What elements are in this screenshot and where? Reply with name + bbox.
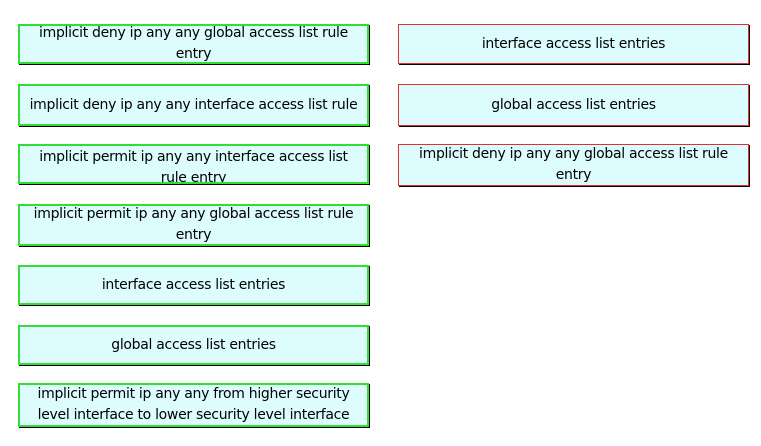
source-item-label: implicit permit ip any any interface acc… (39, 149, 348, 184)
target-item-label: global access list entries (491, 96, 656, 113)
target-slot-3[interactable]: implicit deny ip any any global access l… (398, 144, 749, 186)
source-item-label: implicit permit ip any any from higher s… (37, 386, 350, 423)
source-item-label: implicit deny ip any any global access l… (39, 25, 348, 62)
target-item-label: interface access list entries (481, 35, 666, 52)
source-item-label: implicit deny ip any any interface acces… (29, 96, 358, 113)
source-item-implicit-permit-higher-to-lower[interactable]: implicit permit ip any any from higher s… (18, 383, 369, 427)
source-item-global-entries[interactable]: global access list entries (18, 325, 369, 365)
source-item-label: global access list entries (111, 336, 276, 353)
source-item-implicit-permit-global[interactable]: implicit permit ip any any global access… (18, 204, 369, 246)
target-slot-2[interactable]: global access list entries (398, 84, 749, 126)
source-item-label: interface access list entries (101, 276, 286, 293)
source-item-implicit-deny-global[interactable]: implicit deny ip any any global access l… (18, 24, 369, 64)
target-slot-1[interactable]: interface access list entries (398, 24, 749, 64)
source-item-label: implicit permit ip any any global access… (33, 206, 354, 243)
target-item-label: implicit deny ip any any global access l… (419, 146, 728, 183)
source-item-implicit-deny-interface[interactable]: implicit deny ip any any interface acces… (18, 84, 369, 126)
source-item-interface-entries[interactable]: interface access list entries (18, 265, 369, 305)
source-item-implicit-permit-interface[interactable]: implicit permit ip any any interface acc… (18, 144, 369, 184)
